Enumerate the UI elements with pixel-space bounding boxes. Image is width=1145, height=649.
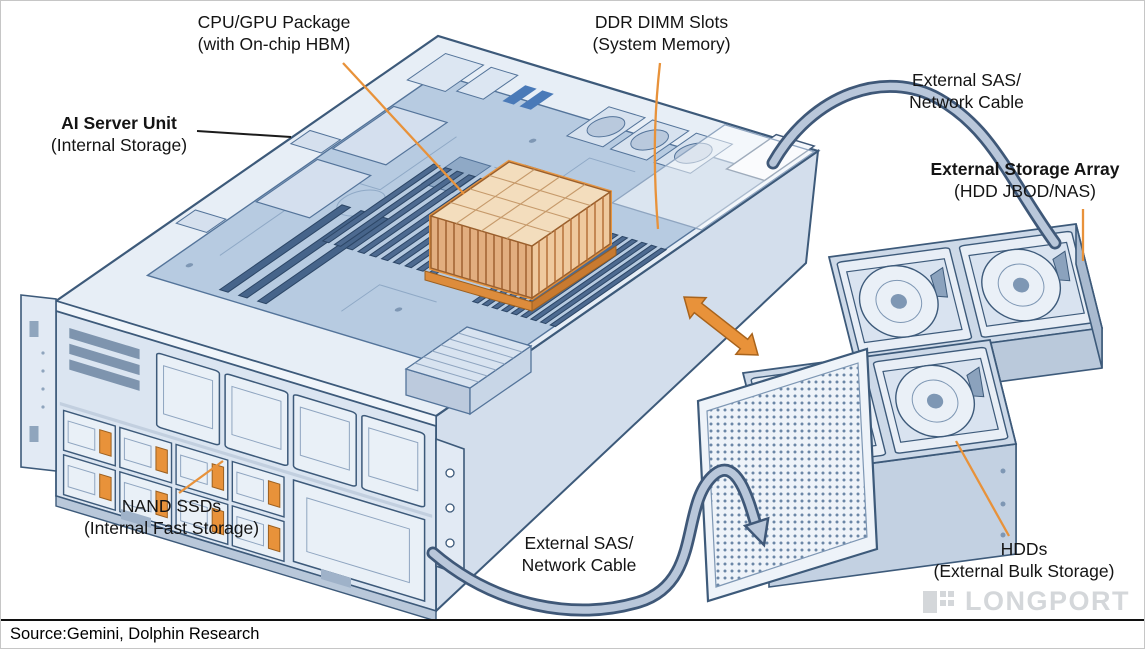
source-text: Source:Gemini, Dolphin Research [10,625,260,643]
label-line-2: (HDD JBOD/NAS) [954,181,1096,201]
label-line-2: Network Cable [909,92,1024,112]
ssd-latch [156,447,167,474]
ssd-latch [156,491,167,518]
label-line-1: External SAS/ [912,70,1021,90]
ssd-latch [268,481,279,508]
label-line-2: (Internal Fast Storage) [83,518,260,538]
vent-slot [69,343,140,376]
data-flow-double-arrow-icon [683,296,759,356]
label-line-2: (with On-chip HBM) [197,34,351,54]
longport-watermark: LONGPORT [922,585,1130,617]
longport-logo-icon [923,591,954,613]
hdd-actuator [929,268,950,299]
label-line-1: AI Server Unit [61,113,177,133]
cpu-gpu-heatsink [424,159,617,312]
server-chassis [21,35,820,621]
blank-tray-row [157,353,425,508]
ssd-latch [212,508,223,535]
ssd-latch [100,430,111,457]
cable-arrowhead-icon [742,516,770,548]
mesh-grille [706,362,868,588]
ssd-latch [268,525,279,552]
source-footer: Source:Gemini, Dolphin Research [1,619,1144,648]
psu-block [256,159,370,218]
leader-cpu [342,62,465,195]
leader-server [196,130,292,138]
rear-io [407,53,561,115]
ssd-latch [100,474,111,501]
hdd-actuator [965,367,986,398]
sas-cable-top [766,79,1062,250]
label-line-1: External SAS/ [524,533,634,553]
label-ai-server-unit: AI Server Unit (Internal Storage) [29,112,209,156]
hdd-spindle [926,393,944,409]
label-nand-ssds: NAND SSDs (Internal Fast Storage) [59,495,284,539]
chassis-foot [321,569,351,588]
hdd-spindle [1012,277,1030,293]
hdd-spindle [890,294,907,309]
sas-cable-bottom [426,463,770,617]
label-line-2: (Internal Storage) [50,135,188,155]
vent-slot [69,359,140,391]
label-line-1: NAND SSDs [121,496,222,516]
external-storage-array [698,224,1102,603]
label-ddr-dimm-slots: DDR DIMM Slots (System Memory) [549,11,774,55]
leader-hdd [954,440,1011,537]
label-external-sas-bottom: External SAS/ Network Cable [469,532,689,576]
label-cpu-gpu-package: CPU/GPU Package (with On-chip HBM) [149,11,399,55]
rack-ear-left [20,294,57,472]
vent-slot [69,327,140,360]
bay-rail [59,401,433,518]
rack-ear-right [435,437,465,578]
label-line-1: DDR DIMM Slots [594,12,729,32]
label-external-sas-top: External SAS/ Network Cable [859,69,1074,113]
watermark-text: LONGPORT [965,585,1130,616]
leader-lines [178,62,1085,537]
secondary-heatsink [404,326,533,416]
leader-nand [178,460,224,494]
label-line-1: External Storage Array [930,159,1120,179]
label-external-storage-array: External Storage Array (HDD JBOD/NAS) [906,158,1144,202]
label-line-1: CPU/GPU Package [197,12,351,32]
hdd-actuator [1051,251,1072,282]
chassis-foot [121,509,151,528]
leader-dimm [653,62,662,230]
label-line-2: (System Memory) [592,34,731,54]
label-hdds: HDDs (External Bulk Storage) [909,538,1139,582]
nand-ssd-trays [64,410,284,561]
label-line-1: HDDs [1000,539,1048,559]
label-line-2: Network Cable [521,555,637,575]
label-line-2: (External Bulk Storage) [933,561,1115,581]
